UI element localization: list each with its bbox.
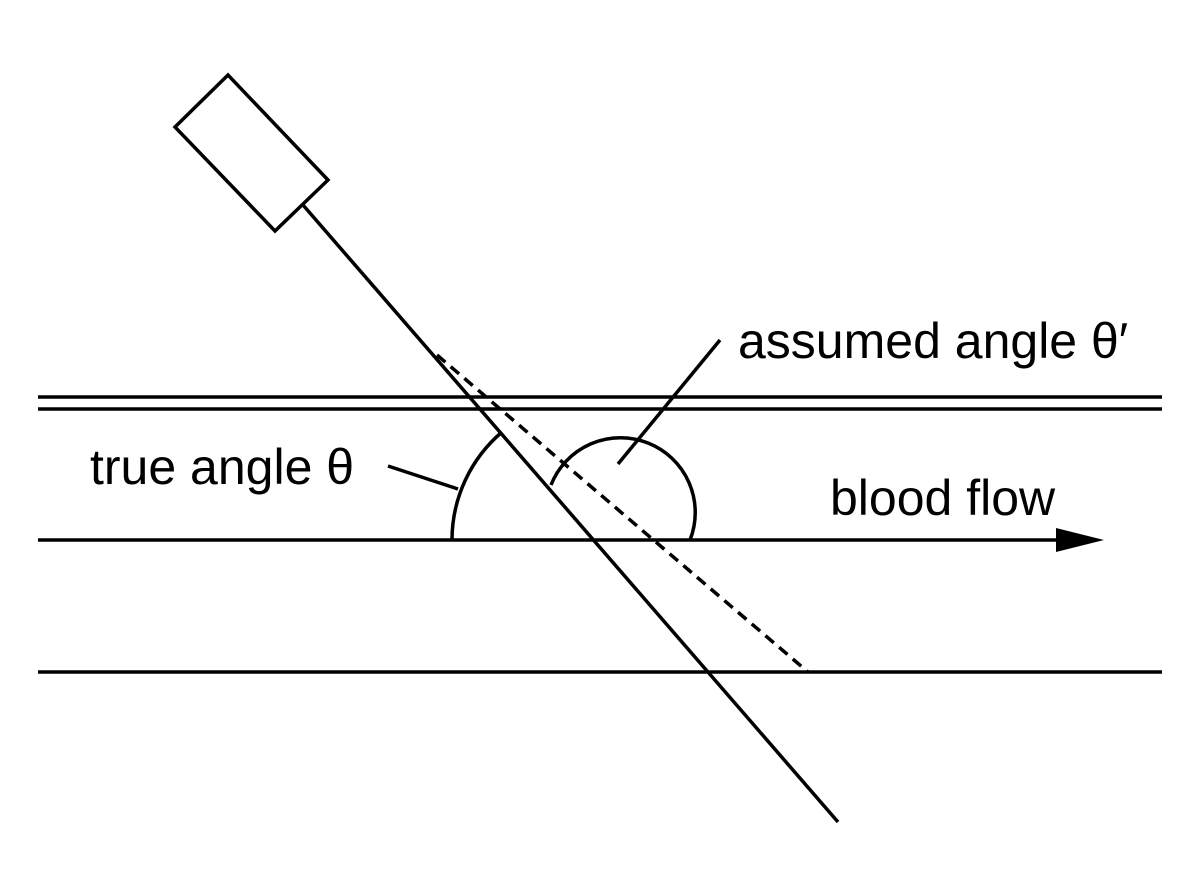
assumed-angle-leader xyxy=(616,338,722,466)
blood-flow-arrowhead xyxy=(1056,528,1104,552)
assumed-angle-label: assumed angle θ′ xyxy=(738,313,1128,369)
true-angle-label: true angle θ xyxy=(90,439,354,495)
transducer-probe xyxy=(172,72,331,234)
assumed-beam-dashed-line xyxy=(435,353,810,674)
true-angle-leader xyxy=(387,464,459,491)
true-angle-arc xyxy=(450,430,504,541)
ultrasound-beam-line xyxy=(301,203,840,824)
assumed-angle-arc xyxy=(549,436,697,541)
blood-flow-label: blood flow xyxy=(830,470,1056,526)
